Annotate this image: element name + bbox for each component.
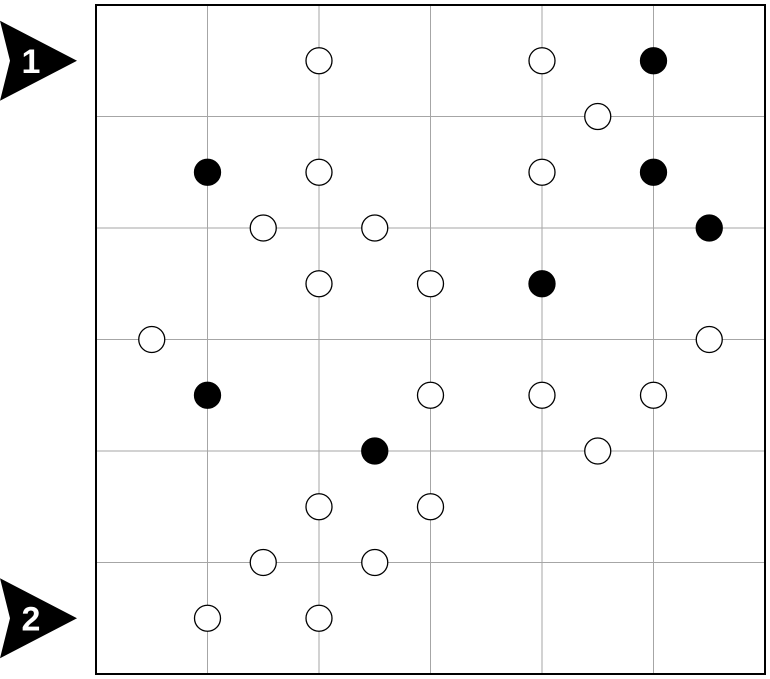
black-circle[interactable] [695, 214, 723, 242]
entrance-arrow-1: 1 [0, 20, 77, 101]
white-circle[interactable] [305, 604, 333, 632]
white-circle[interactable] [528, 47, 556, 75]
white-circle[interactable] [639, 381, 668, 409]
black-circle[interactable] [361, 437, 389, 465]
grid-lines [96, 5, 765, 674]
arrow-icon [0, 578, 77, 659]
arrow-icon [0, 20, 77, 101]
black-circle[interactable] [639, 158, 668, 186]
white-circle[interactable] [695, 325, 723, 354]
board-border [95, 4, 766, 675]
entrance-arrow-2: 2 [0, 578, 77, 659]
white-circle[interactable] [305, 493, 333, 521]
white-circle[interactable] [193, 604, 222, 632]
white-circle[interactable] [361, 548, 389, 577]
white-circle[interactable] [305, 270, 333, 298]
white-circle[interactable] [584, 102, 612, 131]
black-circle[interactable] [193, 381, 222, 409]
black-circle[interactable] [193, 158, 222, 186]
black-circle[interactable] [639, 47, 668, 75]
entrance-arrows: 12 [0, 20, 77, 659]
white-circle[interactable] [584, 437, 612, 465]
white-circle[interactable] [305, 158, 333, 186]
white-circle[interactable] [528, 381, 556, 409]
entrance-label: 2 [22, 600, 41, 638]
circle-clues [138, 47, 723, 632]
entrance-label: 1 [22, 43, 41, 81]
white-circle[interactable] [249, 214, 277, 242]
white-circle[interactable] [361, 214, 389, 242]
white-circle[interactable] [305, 47, 333, 75]
black-circle[interactable] [528, 270, 556, 298]
white-circle[interactable] [249, 548, 277, 577]
white-circle[interactable] [528, 158, 556, 186]
white-circle[interactable] [138, 325, 166, 354]
white-circle[interactable] [416, 493, 445, 521]
white-circle[interactable] [416, 270, 445, 298]
white-circle[interactable] [416, 381, 445, 409]
